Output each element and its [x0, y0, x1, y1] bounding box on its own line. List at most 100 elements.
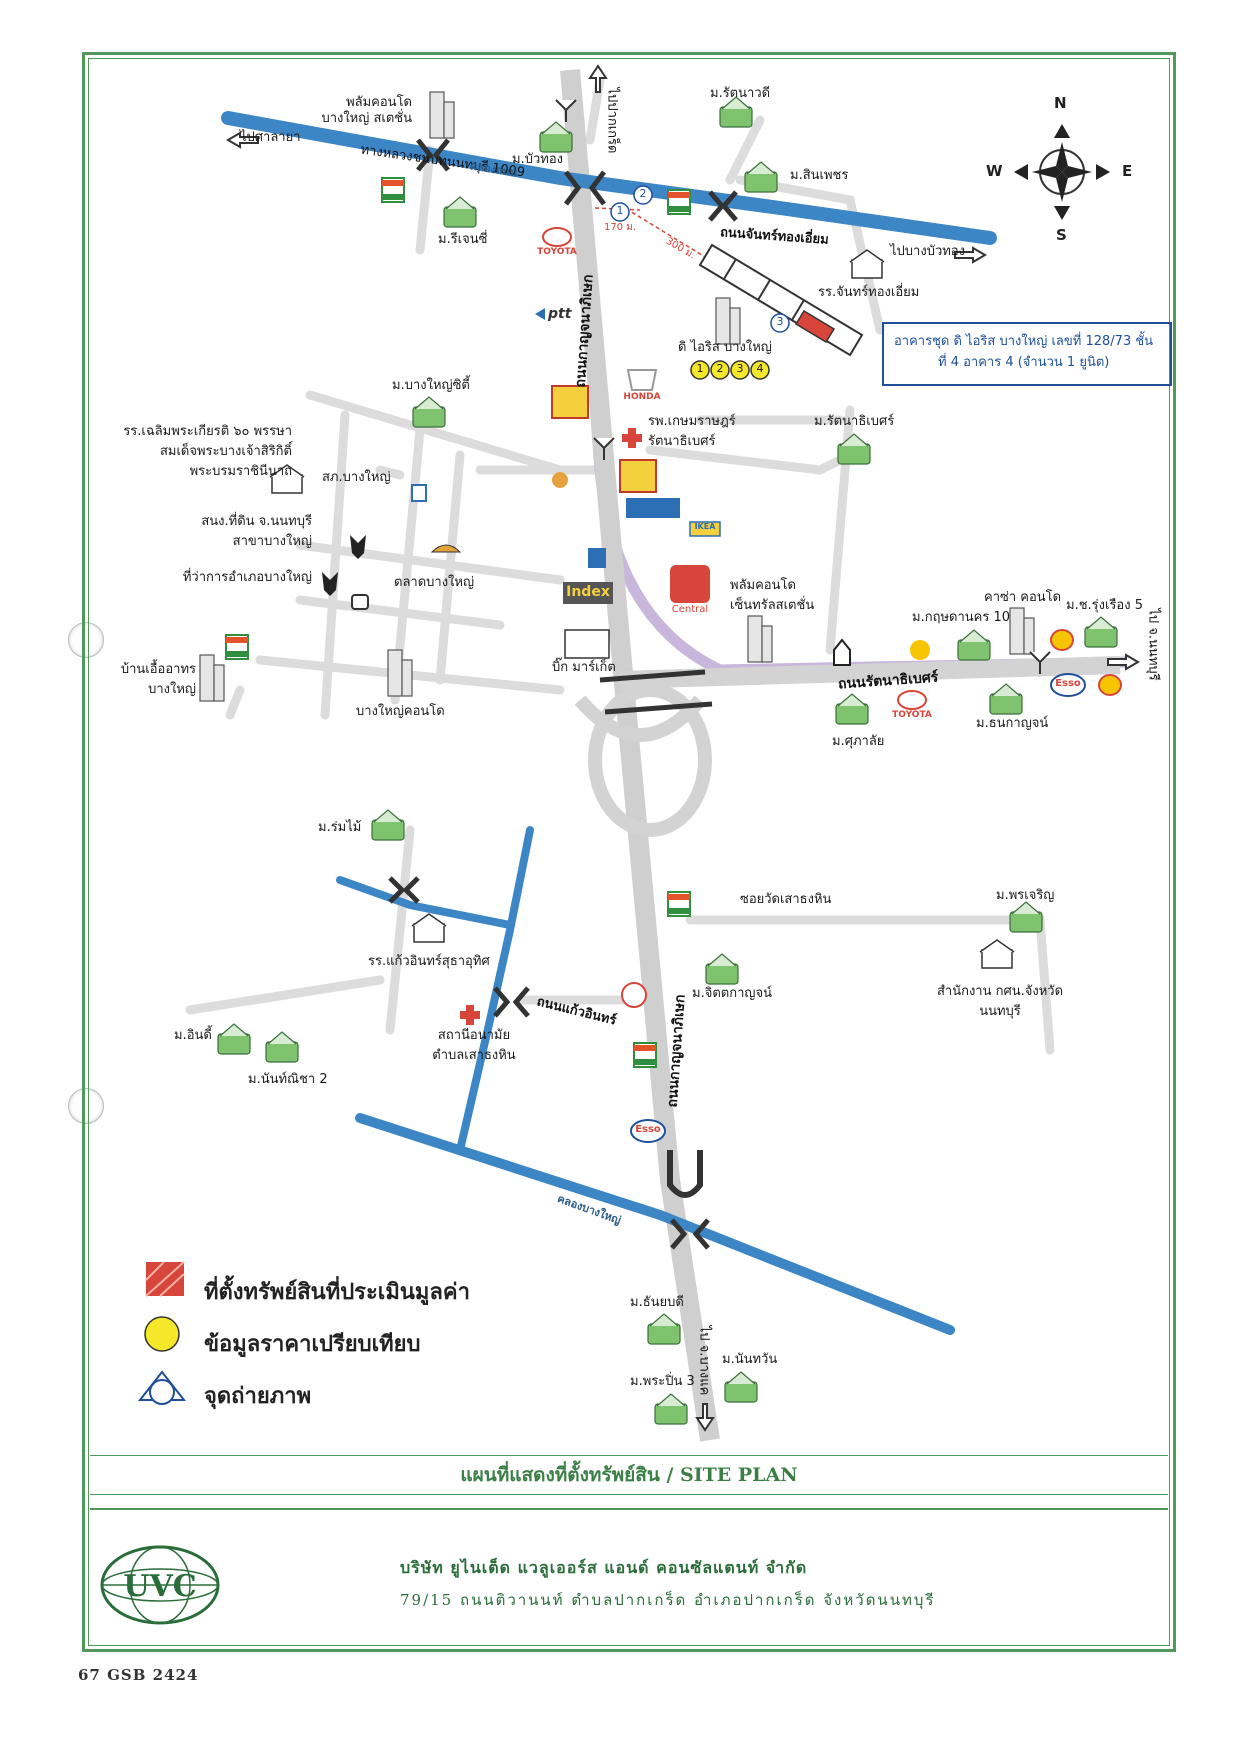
index-label: Index — [566, 584, 610, 600]
train-station-icon — [1029, 651, 1051, 674]
m-supalai-label: ม.ศุภาลัย — [832, 734, 885, 749]
condo-tower-icon — [715, 297, 741, 345]
m-thanyabodee-label: ม.ธันยบดี — [630, 1295, 684, 1310]
map-legend: ที่ตั้งทรัพย์สินที่ประเมินมูลค่า ข้อมูลร… — [140, 1265, 470, 1421]
legend-row-subject: ที่ตั้งทรัพย์สินที่ประเมินมูลค่า — [140, 1265, 470, 1317]
eua-arthorn-label: บ้านเอื้ออาทร บางใหญ่ — [120, 662, 196, 697]
honda-label: HONDA — [623, 392, 661, 402]
photo-point-markers — [610, 185, 790, 333]
m-sinphet-label: ม.สินเพชร — [790, 168, 849, 183]
m-rattanathibet-label: ม.รัตนาธิเบศร์ — [814, 414, 895, 429]
house-icons — [217, 96, 1118, 1425]
condo-tower-icon — [747, 615, 773, 663]
plum-condo-bangyai-label: พลัมคอนโด บางใหญ่ สเตชั่น — [321, 95, 412, 127]
hospital-icons — [460, 428, 642, 1025]
u-turn — [667, 1150, 703, 1198]
photo-point-2 — [633, 185, 653, 205]
school-janthongaiam-label: รร.จันทร์ทองเอี่ยม — [818, 285, 920, 300]
tower-icons — [199, 91, 1035, 702]
compass-north-label: N — [1054, 94, 1067, 112]
house-icon — [647, 1313, 681, 1345]
garuda-icons — [322, 535, 366, 596]
condo-tower-icon — [429, 91, 455, 139]
photo-point-3-label: 3 — [776, 315, 784, 328]
house-icon — [724, 1371, 758, 1403]
plum-central-label: พลัมคอนโด เซ็นทรัลสเตชั่น — [730, 578, 815, 614]
hospital-cross-icon — [622, 428, 642, 448]
house-icon — [412, 396, 446, 428]
school-chaloem-label: รร.เฉลิมพระเกียรติ ๖๐ พรรษา สมเด็จพระบาง… — [123, 424, 292, 480]
esso-label: Esso — [1055, 678, 1081, 689]
house-icon — [957, 629, 991, 661]
m-nanthawan-label: ม.นันทวัน — [722, 1352, 778, 1367]
esso-south-label: Esso — [635, 1124, 661, 1135]
toyota-icon — [897, 690, 927, 710]
nonthaburi-office-label: สำนักงาน กศน.จังหวัด นนทบุรี — [936, 984, 1064, 1020]
house-icon — [654, 1393, 688, 1425]
tesco-icon — [619, 459, 657, 493]
makro-icon — [551, 385, 589, 419]
comparable-4-label: 4 — [756, 362, 764, 375]
m-pruksa-label: ม.พระปิ่น 3 — [630, 1374, 695, 1389]
rattanathibet-road — [619, 656, 1121, 689]
condo-tower-icon — [1009, 607, 1035, 655]
sso-icon — [351, 594, 369, 610]
m-indee-label: ม.อินดี้ — [174, 1028, 212, 1043]
police-bangyai-label: สภ.บางใหญ่ — [322, 470, 391, 485]
m-bua-thong-label: ม.บัวทอง — [512, 152, 563, 167]
house-icon — [539, 121, 573, 153]
legend-photo-label: จุดถ่ายภาพ — [204, 1383, 312, 1409]
kasemrad-hospital-label: รพ.เกษมราษฎร์ รัตนาธิเบศร์ — [648, 414, 736, 449]
health-station-label: สถานีอนามัย ตำบลเสาธงหิน — [432, 1028, 516, 1064]
site-plan-title: แผนที่แสดงที่ตั้งทรัพย์สิน / SITE PLAN — [460, 1464, 798, 1486]
toyota-rattanathibet-label: TOYOTA — [892, 710, 932, 720]
bank-icon — [588, 548, 606, 568]
uvc-logo — [100, 1545, 220, 1625]
kanchanaphisek-road — [560, 69, 720, 1442]
ikea-icon — [689, 521, 721, 537]
land-office-label: สนง.ที่ดิน จ.นนทบุรี สาขาบางใหญ่ — [201, 514, 312, 549]
house-icon — [989, 683, 1023, 715]
comparable-3-label: 3 — [736, 362, 744, 375]
seven-eleven-icon — [225, 634, 249, 660]
toyota-icons — [542, 227, 927, 710]
m-rattanawadee-label: ม.รัตนาวดี — [710, 86, 771, 101]
ikea-label: IKEA — [694, 522, 716, 531]
pt-station-icon — [621, 982, 647, 1008]
legend-comparable-swatch — [144, 1316, 180, 1352]
house-icon — [371, 809, 405, 841]
to-pak-kret-label: ไปปากเกร็ด — [604, 87, 620, 154]
toyota-icon — [542, 227, 572, 247]
seven-eleven-icon — [667, 891, 691, 917]
mea-icon — [411, 484, 427, 502]
caltex-icon — [910, 640, 930, 660]
bangyai-condo-label: บางใหญ่คอนโด — [356, 704, 445, 719]
bigc-market-label: บิ๊ก มาร์เก็ต — [552, 660, 616, 675]
comparable-3 — [730, 360, 750, 380]
document-number: 67 GSB 2424 — [78, 1666, 199, 1684]
info-line-1: อาคารชุด ดิ ไอริส บางใหญ่ เลขที่ 128/73 … — [894, 334, 1154, 349]
house-icon — [443, 196, 477, 228]
legend-row-photo: จุดถ่ายภาพ — [140, 1369, 470, 1421]
subject-site-marker — [794, 309, 836, 344]
map-frame — [82, 52, 1176, 1652]
compass-east-label: E — [1122, 162, 1133, 180]
comparable-4 — [750, 360, 770, 380]
shell-icon — [1098, 674, 1122, 696]
school-icon — [411, 913, 447, 943]
binder-hole-bottom — [68, 1088, 104, 1124]
compass-south-label: S — [1056, 226, 1067, 244]
legend-row-comparable: ข้อมูลราคาเปรียบเทียบ — [140, 1317, 470, 1369]
homepro-icon — [626, 498, 680, 518]
to-nonthaburi-label: ไป จ.นนทบุรี — [1145, 608, 1161, 681]
station-icons — [555, 99, 1051, 674]
company-address: 79/15 ถนนติวานนท์ ตำบลปากเกร็ด อำเภอปากเ… — [400, 1591, 936, 1609]
house-icon — [744, 161, 778, 193]
seven-eleven-icon — [381, 177, 405, 203]
district-office-label: ที่ว่าการอำเภอบางใหญ่ — [182, 570, 312, 585]
market-umbrella-icon — [430, 544, 462, 553]
school-icon — [849, 249, 885, 279]
house-icon — [217, 1023, 251, 1055]
comparable-2 — [710, 360, 730, 380]
casa-condo-label: คาซ่า คอนโด — [984, 590, 1062, 605]
